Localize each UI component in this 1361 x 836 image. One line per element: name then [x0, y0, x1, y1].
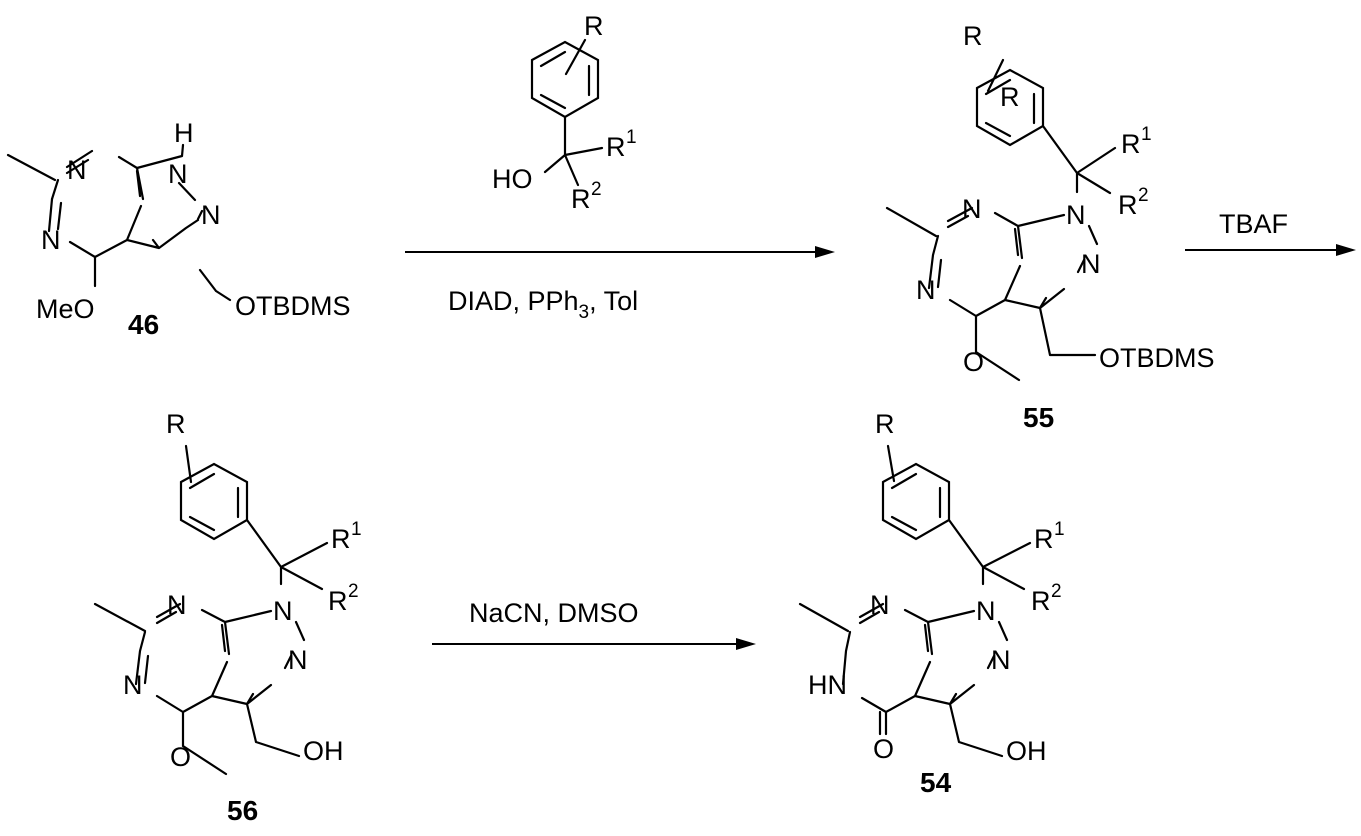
atom-n: N: [916, 275, 936, 305]
r1-label: R: [331, 524, 351, 554]
condition-subscript: 3: [579, 302, 590, 323]
atom-n: N: [67, 155, 87, 185]
r-substituent: R: [875, 409, 895, 439]
compound-55: R R R 1 R 2 N N N N O OTBDMS 55: [887, 21, 1215, 433]
arrow-step-1: DIAD, PPh3, Tol: [405, 246, 835, 323]
r2-label: R: [571, 184, 591, 214]
r2-label: R: [328, 586, 348, 616]
r2-superscript: 2: [348, 581, 359, 602]
compound-54: R R 1 R 2 N N N HN O OH 54: [800, 409, 1065, 798]
condition-text: DIAD, PPh: [448, 286, 579, 316]
atom-n: N: [201, 200, 221, 230]
atom-nh-n: N: [168, 159, 188, 189]
atom-o: O: [170, 742, 191, 772]
atom-n: N: [167, 590, 187, 620]
compound-56: R R 1 R 2 N N N N O OH 56: [95, 409, 362, 826]
compound-number-54: 54: [920, 767, 952, 798]
otbdms-label: OTBDMS: [1099, 343, 1215, 373]
r-substituent: R: [963, 21, 983, 51]
atom-n2: N: [1081, 249, 1101, 279]
atom-n2: N: [288, 645, 308, 675]
r1-label: R: [1034, 524, 1054, 554]
atom-n2: N: [991, 645, 1011, 675]
condition-step-2: TBAF: [1219, 209, 1288, 239]
condition-step-3: NaCN, DMSO: [469, 598, 639, 628]
atom-n: N: [123, 670, 143, 700]
r2-label: R: [1118, 190, 1138, 220]
carbonyl-oxygen: O: [873, 734, 894, 764]
compound-46: N H N N N MeO OTBDMS 46: [8, 118, 351, 340]
compound-number-46: 46: [128, 309, 159, 340]
methoxy-label: MeO: [36, 294, 95, 324]
r1-superscript: 1: [626, 127, 637, 148]
r1-superscript: 1: [1141, 124, 1152, 145]
r1-superscript: 1: [351, 519, 362, 540]
atom-h: H: [174, 118, 194, 148]
r-substituent: R: [584, 11, 604, 41]
atom-n1: N: [273, 596, 293, 626]
r2-label: R: [1031, 586, 1051, 616]
nh-label: HN: [808, 670, 847, 700]
hydroxyl-label: OH: [303, 736, 344, 766]
hydroxyl-label: HO: [492, 164, 533, 194]
hydroxyl-label: OH: [1006, 736, 1047, 766]
atom-n: N: [870, 590, 890, 620]
r1-label: R: [1121, 129, 1141, 159]
arrow-step-2: TBAF: [1185, 209, 1356, 256]
r2-superscript: 2: [591, 179, 602, 200]
arrow-step-3: NaCN, DMSO: [432, 598, 756, 650]
atom-n: N: [962, 194, 982, 224]
condition-step-1: DIAD, PPh3, Tol: [448, 286, 638, 323]
atom-n1: N: [976, 596, 996, 626]
compound-number-56: 56: [227, 795, 258, 826]
r1-superscript: 1: [1054, 519, 1065, 540]
otbdms-label: OTBDMS: [235, 291, 351, 321]
atom-n: N: [41, 225, 61, 255]
r2-superscript: 2: [1051, 581, 1062, 602]
r1-label: R: [606, 132, 626, 162]
compound-number-55: 55: [1023, 402, 1054, 433]
r-substituent: R: [1000, 82, 1020, 112]
atom-o: O: [963, 347, 984, 377]
r2-superscript: 2: [1138, 185, 1149, 206]
r-substituent: R: [166, 409, 186, 439]
condition-tail: , Tol: [589, 286, 638, 316]
atom-n1: N: [1066, 200, 1086, 230]
reagent-alcohol: R R 1 HO R 2: [492, 11, 637, 214]
